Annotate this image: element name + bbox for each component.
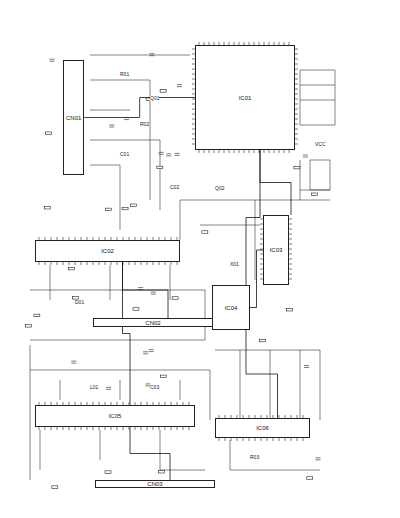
signal-wire bbox=[123, 262, 169, 318]
resistor-symbol bbox=[122, 207, 128, 210]
signal-wire bbox=[246, 330, 278, 418]
part-name: CN01 bbox=[65, 115, 82, 121]
callout-label: D01 bbox=[75, 300, 84, 305]
signal-wire bbox=[250, 250, 263, 308]
callout-label: C01 bbox=[120, 152, 129, 157]
callout-label: R01 bbox=[120, 72, 129, 77]
component-box: CN01 bbox=[63, 60, 84, 175]
resistor-symbol bbox=[72, 297, 78, 300]
part-name: IC05 bbox=[108, 413, 123, 419]
component-box: IC06 bbox=[215, 418, 310, 438]
capacitor-symbol bbox=[106, 387, 111, 389]
resistor-symbol bbox=[131, 204, 137, 207]
resistor-symbol bbox=[172, 297, 178, 300]
capacitor-symbol bbox=[143, 352, 148, 354]
part-name: CN02 bbox=[144, 320, 161, 326]
callout-label: R03 bbox=[250, 455, 259, 460]
resistor-symbol bbox=[160, 90, 166, 93]
callout-label: C03 bbox=[150, 385, 159, 390]
capacitor-symbol bbox=[71, 361, 76, 363]
callout-label: L01 bbox=[90, 385, 98, 390]
part-name: IC02 bbox=[100, 248, 115, 254]
part-name: IC04 bbox=[224, 305, 239, 311]
component-box: IC03 bbox=[263, 215, 289, 285]
resistor-symbol bbox=[44, 206, 50, 209]
component-box: IC05 bbox=[35, 405, 195, 427]
capacitor-symbol bbox=[177, 85, 182, 87]
capacitor-symbol bbox=[109, 125, 114, 127]
component-box: IC02 bbox=[35, 240, 180, 262]
ic-pins bbox=[192, 42, 298, 153]
part-name: IC06 bbox=[255, 425, 270, 431]
part-name: IC03 bbox=[269, 247, 284, 253]
component-box: IC01 bbox=[195, 45, 295, 150]
resistor-symbol bbox=[157, 166, 163, 169]
resistor-symbol bbox=[69, 267, 75, 270]
resistor-symbol bbox=[105, 208, 111, 211]
resistor-symbol bbox=[287, 308, 293, 311]
capacitor-symbol bbox=[166, 154, 171, 156]
capacitor-symbol bbox=[159, 152, 164, 154]
callout-label: C02 bbox=[170, 185, 179, 190]
component-box: CN03 bbox=[95, 480, 215, 488]
resistor-symbol bbox=[34, 314, 40, 317]
signal-wire bbox=[84, 98, 195, 118]
resistor-symbol bbox=[294, 166, 300, 169]
signal-wire bbox=[130, 427, 170, 480]
resistor-symbol bbox=[307, 477, 313, 480]
component-box: CN02 bbox=[93, 318, 213, 327]
resistor-symbol bbox=[46, 132, 52, 135]
resistor-symbol bbox=[202, 231, 208, 234]
signal-wire bbox=[123, 262, 131, 405]
callout-label: Q02 bbox=[215, 186, 224, 191]
signal-wire bbox=[260, 150, 291, 215]
resistor-symbol bbox=[25, 325, 31, 328]
part-name: IC01 bbox=[238, 95, 253, 101]
part-name: CN03 bbox=[146, 481, 163, 487]
capacitor-symbol bbox=[149, 350, 154, 352]
capacitor-symbol bbox=[151, 292, 156, 294]
callout-label: X01 bbox=[230, 262, 239, 267]
resistor-symbol bbox=[133, 308, 139, 311]
capacitor-symbol bbox=[316, 458, 321, 460]
resistor-symbol bbox=[160, 375, 166, 378]
resistor-symbol bbox=[259, 339, 265, 342]
capacitor-symbol bbox=[303, 155, 308, 157]
callout-label: Q01 bbox=[150, 96, 159, 101]
resistor-symbol bbox=[158, 471, 164, 474]
capacitor-symbol bbox=[175, 153, 180, 155]
callout-label: VCC bbox=[315, 142, 326, 147]
capacitor-symbol bbox=[50, 59, 55, 61]
capacitor-symbol bbox=[304, 365, 309, 367]
capacitor-symbol bbox=[149, 54, 154, 56]
resistor-symbol bbox=[312, 193, 318, 196]
resistor-symbol bbox=[52, 486, 58, 489]
callout-label: R02 bbox=[140, 122, 149, 127]
resistor-symbol bbox=[105, 471, 111, 474]
capacitor-symbol bbox=[138, 288, 143, 290]
component-box: IC04 bbox=[212, 285, 250, 330]
signal-wire bbox=[246, 150, 260, 285]
